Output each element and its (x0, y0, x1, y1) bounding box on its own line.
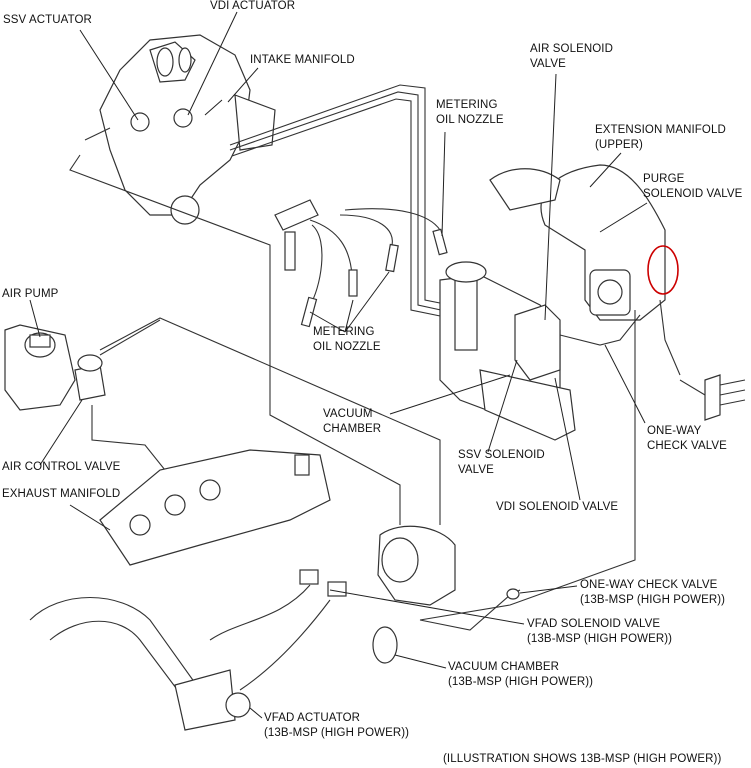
label-line: VFAD ACTUATOR (264, 712, 361, 724)
highlight-circle (647, 245, 679, 295)
label-line: OIL NOZZLE (313, 341, 381, 353)
label-vacuum-chamber: VACUUM CHAMBER (323, 407, 381, 437)
label-metering-oil-nozzle-mid: METERING OIL NOZZLE (313, 325, 381, 355)
label-line: AIR SOLENOID (530, 43, 613, 55)
label-air-pump: AIR PUMP (2, 287, 58, 302)
label-line: SOLENOID VALVE (643, 188, 743, 200)
label-line: OIL NOZZLE (436, 114, 504, 126)
label-vacuum-chamber-hp: VACUUM CHAMBER (13B-MSP (HIGH POWER)) (448, 660, 593, 690)
label-vfad-actuator: VFAD ACTUATOR (13B-MSP (HIGH POWER)) (264, 711, 409, 741)
label-ssv-solenoid-valve: SSV SOLENOID VALVE (458, 448, 545, 478)
label-line: VACUUM (323, 408, 373, 420)
label-line: (UPPER) (595, 139, 643, 151)
label-ssv-actuator: SSV ACTUATOR (3, 13, 92, 28)
label-vfad-solenoid-valve: VFAD SOLENOID VALVE (13B-MSP (HIGH POWER)… (527, 617, 672, 647)
label-one-way-check-valve: ONE-WAY CHECK VALVE (647, 424, 727, 454)
exhaust-manifold-drawing (99, 449, 331, 566)
label-vdi-actuator: VDI ACTUATOR (210, 0, 295, 14)
label-line: (13B-MSP (HIGH POWER)) (448, 676, 594, 688)
label-line: VALVE (458, 464, 494, 476)
label-exhaust-manifold: EXHAUST MANIFOLD (2, 487, 120, 502)
label-line: VALVE (530, 58, 566, 70)
label-line: EXTENSION MANIFOLD (595, 124, 726, 136)
label-line: VACUUM CHAMBER (448, 661, 560, 673)
vfad-assembly-drawing (29, 525, 521, 731)
label-line: (13B-MSP (HIGH POWER)) (580, 594, 726, 606)
diagram-caption: (ILLUSTRATION SHOWS 13B-MSP (HIGH POWER)… (443, 752, 721, 767)
label-vdi-solenoid-valve: VDI SOLENOID VALVE (496, 500, 618, 515)
label-line: VFAD SOLENOID VALVE (527, 618, 661, 630)
label-line: PURGE (643, 173, 685, 185)
label-line: AIR CONTROL VALVE (2, 461, 121, 473)
label-extension-manifold: EXTENSION MANIFOLD (UPPER) (595, 123, 726, 153)
label-line: METERING (313, 326, 375, 338)
label-air-control-valve: AIR CONTROL VALVE (2, 460, 120, 475)
label-line: ONE-WAY (647, 425, 702, 437)
label-line: VDI ACTUATOR (210, 0, 296, 12)
label-line: EXHAUST MANIFOLD (2, 488, 121, 500)
label-line: AIR PUMP (2, 288, 59, 300)
label-line: ONE-WAY CHECK VALVE (580, 579, 718, 591)
label-line: CHECK VALVE (647, 440, 727, 452)
hose-bundle (69, 84, 451, 525)
label-line: VDI SOLENOID VALVE (496, 501, 619, 513)
metering-oil-nozzles (274, 199, 448, 328)
label-one-way-check-valve-hp: ONE-WAY CHECK VALVE (13B-MSP (HIGH POWER)… (580, 578, 725, 608)
label-line: METERING (436, 99, 498, 111)
label-line: INTAKE MANIFOLD (250, 54, 355, 66)
leader-lines (29, 11, 648, 719)
air-pump-drawing (4, 319, 186, 496)
label-metering-oil-nozzle-top: METERING OIL NOZZLE (436, 98, 504, 128)
label-line: (13B-MSP (HIGH POWER)) (264, 727, 410, 739)
vacuum-chamber-drawing (439, 261, 576, 441)
intake-manifold-drawing (99, 34, 276, 225)
extension-manifold-drawing (419, 164, 746, 621)
label-line: SSV SOLENOID (458, 449, 545, 461)
label-purge-solenoid-valve: PURGE SOLENOID VALVE (643, 172, 742, 202)
caption-text: (ILLUSTRATION SHOWS 13B-MSP (HIGH POWER)… (443, 753, 722, 765)
label-air-solenoid-valve: AIR SOLENOID VALVE (530, 42, 613, 72)
label-line: (13B-MSP (HIGH POWER)) (527, 633, 673, 645)
label-line: CHAMBER (323, 423, 382, 435)
label-intake-manifold: INTAKE MANIFOLD (250, 53, 355, 68)
label-line: SSV ACTUATOR (3, 14, 92, 26)
